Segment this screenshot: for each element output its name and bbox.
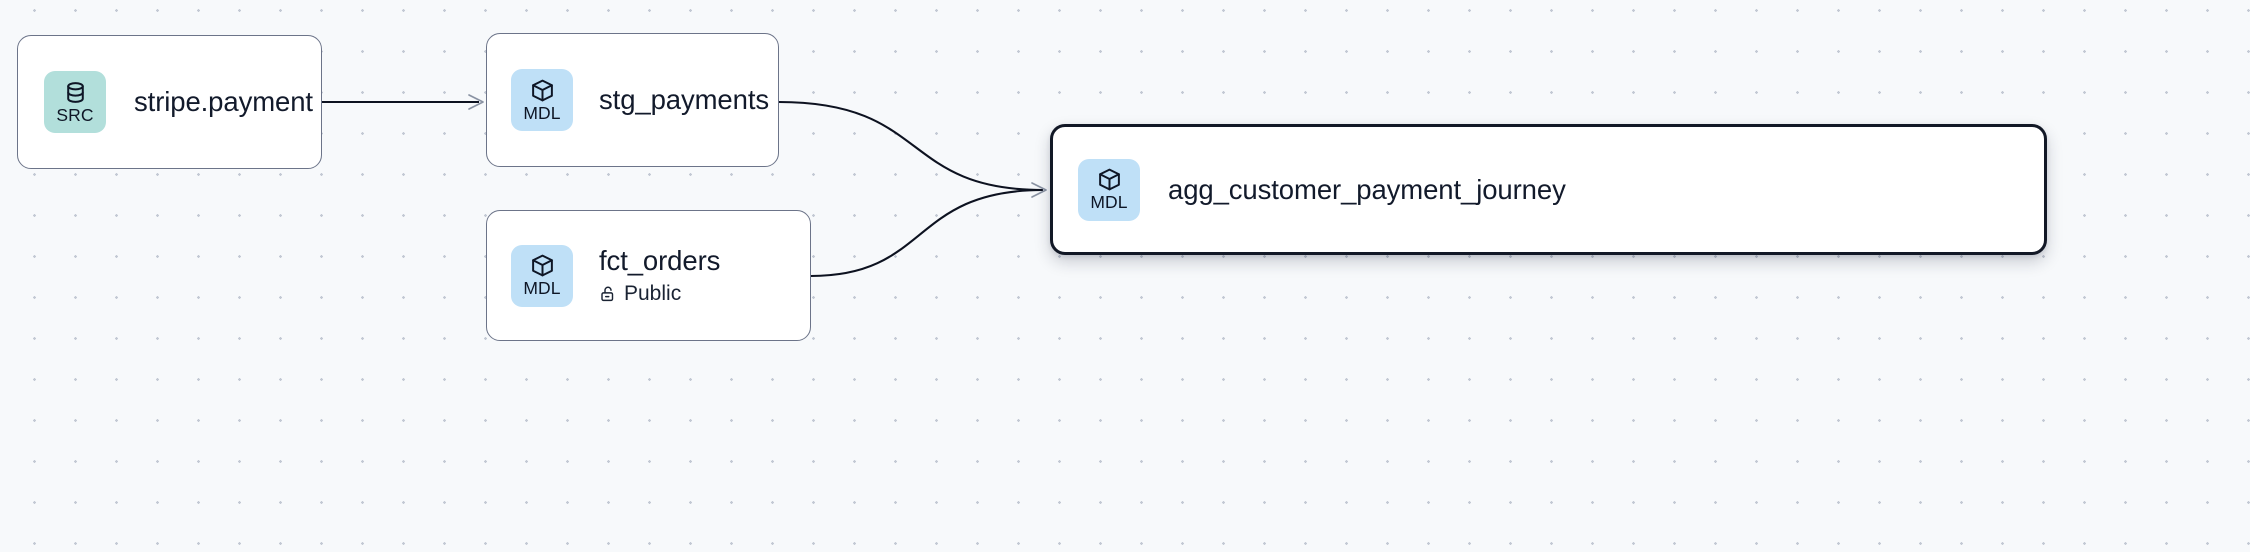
- cube-icon: [530, 253, 555, 278]
- node-stg-payments-body: stg_payments: [599, 84, 769, 116]
- badge-src: SRC: [44, 71, 106, 133]
- node-stg-payments[interactable]: MDL stg_payments: [486, 33, 779, 167]
- node-stripe-payment-title: stripe.payment: [134, 86, 313, 117]
- node-agg-journey-title: agg_customer_payment_journey: [1168, 173, 1566, 205]
- badge-mdl-label: MDL: [523, 102, 561, 123]
- node-fct-orders-visibility-label: Public: [624, 282, 682, 305]
- unlock-icon: [599, 285, 617, 303]
- node-fct-orders-visibility: Public: [599, 282, 720, 306]
- edge-to-agg-arrowhead: [1031, 182, 1047, 198]
- node-stripe-payment[interactable]: SRC stripe.payment: [17, 35, 322, 169]
- node-fct-orders[interactable]: MDL fct_orders Public: [486, 210, 811, 341]
- edge-fct-to-agg: [810, 188, 1044, 278]
- badge-src-label: SRC: [56, 104, 94, 125]
- cube-icon: [1097, 167, 1122, 192]
- node-fct-orders-title: fct_orders: [599, 245, 721, 276]
- edge-stripe-to-stg-arrowhead: [468, 94, 484, 110]
- node-fct-orders-body: fct_orders Public: [599, 245, 720, 306]
- node-stg-payments-title: stg_payments: [599, 84, 770, 115]
- badge-mdl-label: MDL: [523, 278, 561, 298]
- cube-icon: [530, 78, 555, 103]
- node-agg-journey-body: agg_customer_payment_journey: [1168, 174, 1566, 206]
- edge-stg-to-agg: [778, 100, 1044, 192]
- node-stripe-payment-body: stripe.payment: [134, 86, 313, 118]
- badge-mdl: MDL: [511, 69, 573, 131]
- database-icon: [63, 80, 88, 105]
- badge-mdl-label: MDL: [1090, 192, 1128, 212]
- badge-mdl: MDL: [511, 244, 573, 307]
- node-agg-customer-payment-journey[interactable]: MDL agg_customer_payment_journey: [1050, 124, 2047, 255]
- badge-mdl: MDL: [1078, 158, 1140, 221]
